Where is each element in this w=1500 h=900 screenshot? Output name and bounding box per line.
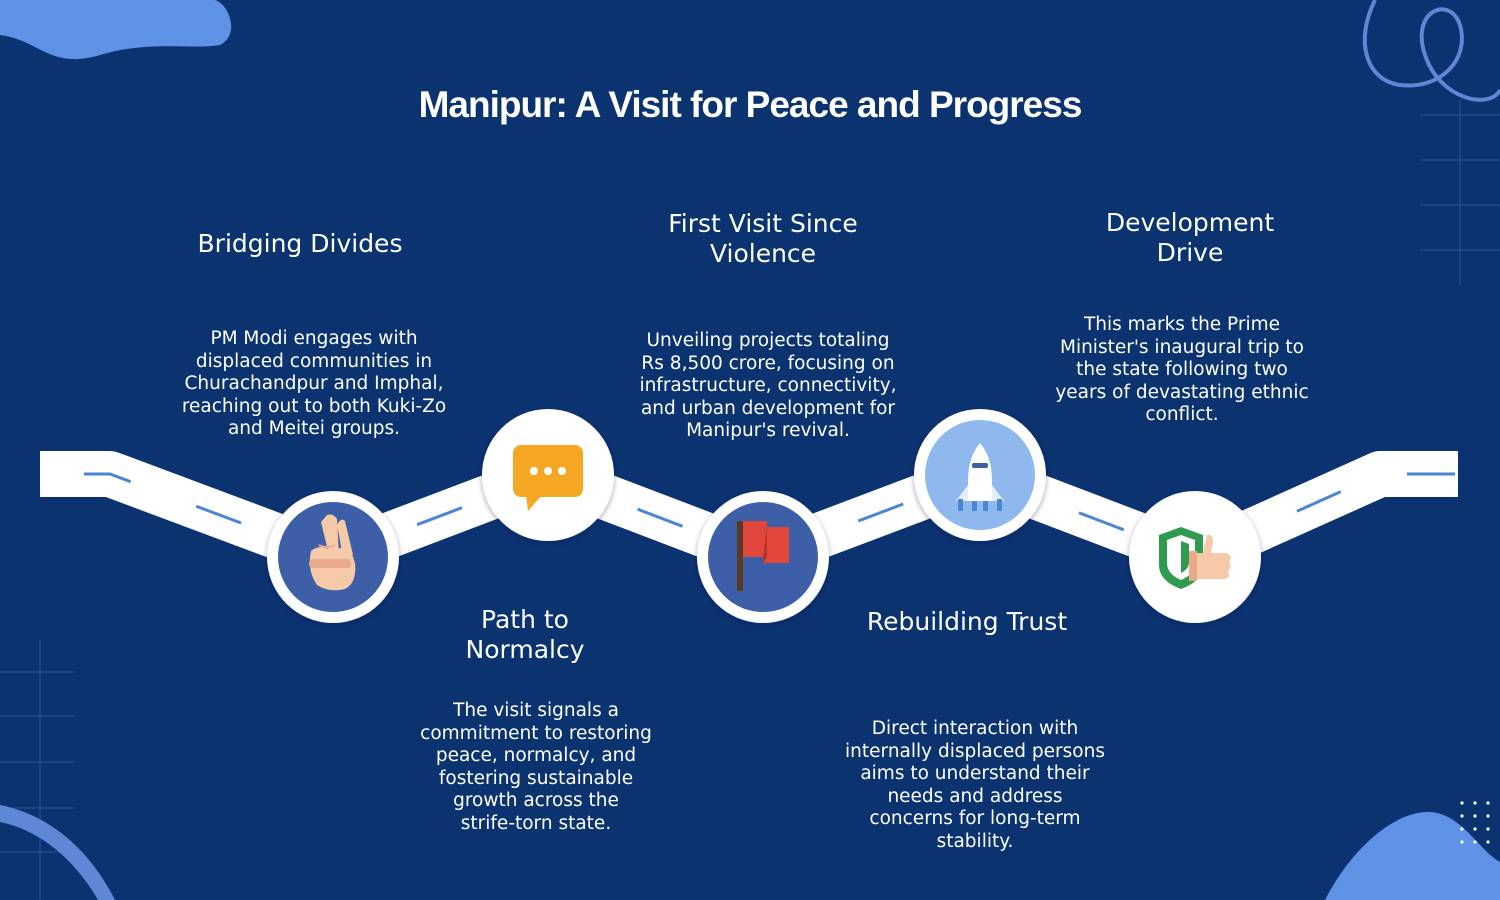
description-line: displaced communities in xyxy=(195,350,433,372)
marker-bridging-divides xyxy=(267,491,399,623)
heading-line: Violence xyxy=(709,239,817,268)
step-description-path-to-normalcy: The visit signals a commitment to restor… xyxy=(386,700,686,836)
bottom-right-dots xyxy=(1460,801,1490,844)
page-title: Manipur: A Visit for Peace and Progress xyxy=(418,84,1083,125)
top-right-swirl xyxy=(1362,0,1500,102)
description-line: growth across the xyxy=(453,790,619,812)
step-heading-first-visit: First Visit Since Violence xyxy=(613,209,913,269)
description-line: aims to understand their xyxy=(860,763,1090,785)
step-description-first-visit: Unveiling projects totaling Rs 8,500 cro… xyxy=(608,330,928,443)
heading-line: Path to xyxy=(481,605,569,634)
description-line: peace, normalcy, and xyxy=(435,745,637,767)
description-line: and Meitei groups. xyxy=(227,418,401,440)
heading-line: Drive xyxy=(1156,238,1224,267)
description-line: Rs 8,500 crore, focusing on xyxy=(641,352,895,374)
description-line: and urban development for xyxy=(640,397,896,419)
description-line: Direct interaction with xyxy=(871,718,1079,739)
red-flag-icon xyxy=(737,521,789,591)
description-line: The visit signals a xyxy=(453,700,619,721)
step-description-bridging-divides: PM Modi engages with displaced communiti… xyxy=(154,328,474,441)
heading-line: Development xyxy=(1105,208,1275,237)
top-right-grid xyxy=(1420,100,1500,285)
description-line: commitment to restoring xyxy=(420,722,652,744)
marker-first-visit xyxy=(697,491,829,623)
description-line: concerns for long-term xyxy=(869,808,1081,830)
bottom-right-blob xyxy=(1325,811,1500,900)
heading-line: Bridging Divides xyxy=(197,229,403,258)
marker-rebuilding-trust xyxy=(914,409,1046,541)
step-heading-rebuilding-trust: Rebuilding Trust xyxy=(832,607,1102,637)
description-line: Minister's inaugural trip to xyxy=(1059,336,1304,358)
heading-line: Normalcy xyxy=(465,635,585,664)
heading-line: Rebuilding Trust xyxy=(866,607,1068,636)
marker-path-to-normalcy xyxy=(482,409,614,541)
marker-development-drive xyxy=(1129,491,1261,623)
description-line: the state following two xyxy=(1076,359,1288,381)
step-heading-path-to-normalcy: Path to Normalcy xyxy=(395,605,655,665)
description-line: This marks the Prime xyxy=(1083,314,1281,335)
description-line: reaching out to both Kuki-Zo xyxy=(181,395,447,417)
description-line: infrastructure, connectivity, xyxy=(639,375,897,397)
description-line: internally displaced persons xyxy=(845,740,1105,762)
top-left-blob xyxy=(0,0,232,60)
shield-thumbs-up-icon xyxy=(1159,527,1231,589)
description-line: PM Modi engages with xyxy=(210,328,418,349)
description-line: Churachandpur and Imphal, xyxy=(184,373,444,395)
step-heading-bridging-divides: Bridging Divides xyxy=(150,229,450,259)
heading-line: First Visit Since xyxy=(668,209,858,238)
description-line: needs and address xyxy=(887,785,1063,807)
description-line: stability. xyxy=(936,830,1014,852)
description-line: strife-torn state. xyxy=(460,812,612,834)
description-line: Manipur's revival. xyxy=(686,420,850,442)
description-line: fostering sustainable xyxy=(438,767,634,789)
description-line: conflict. xyxy=(1145,404,1219,426)
description-line: years of devastating ethnic xyxy=(1055,381,1309,403)
victory-hand-icon xyxy=(309,514,356,591)
rocket-icon xyxy=(956,443,1004,511)
step-heading-development-drive: Development Drive xyxy=(1060,208,1320,268)
description-line: Unveiling projects totaling xyxy=(646,330,890,351)
step-description-rebuilding-trust: Direct interaction with internally displ… xyxy=(815,718,1135,854)
step-description-development-drive: This marks the Prime Minister's inaugura… xyxy=(1022,314,1342,427)
bottom-left-arc xyxy=(0,805,115,900)
chat-bubble-icon xyxy=(513,445,583,511)
